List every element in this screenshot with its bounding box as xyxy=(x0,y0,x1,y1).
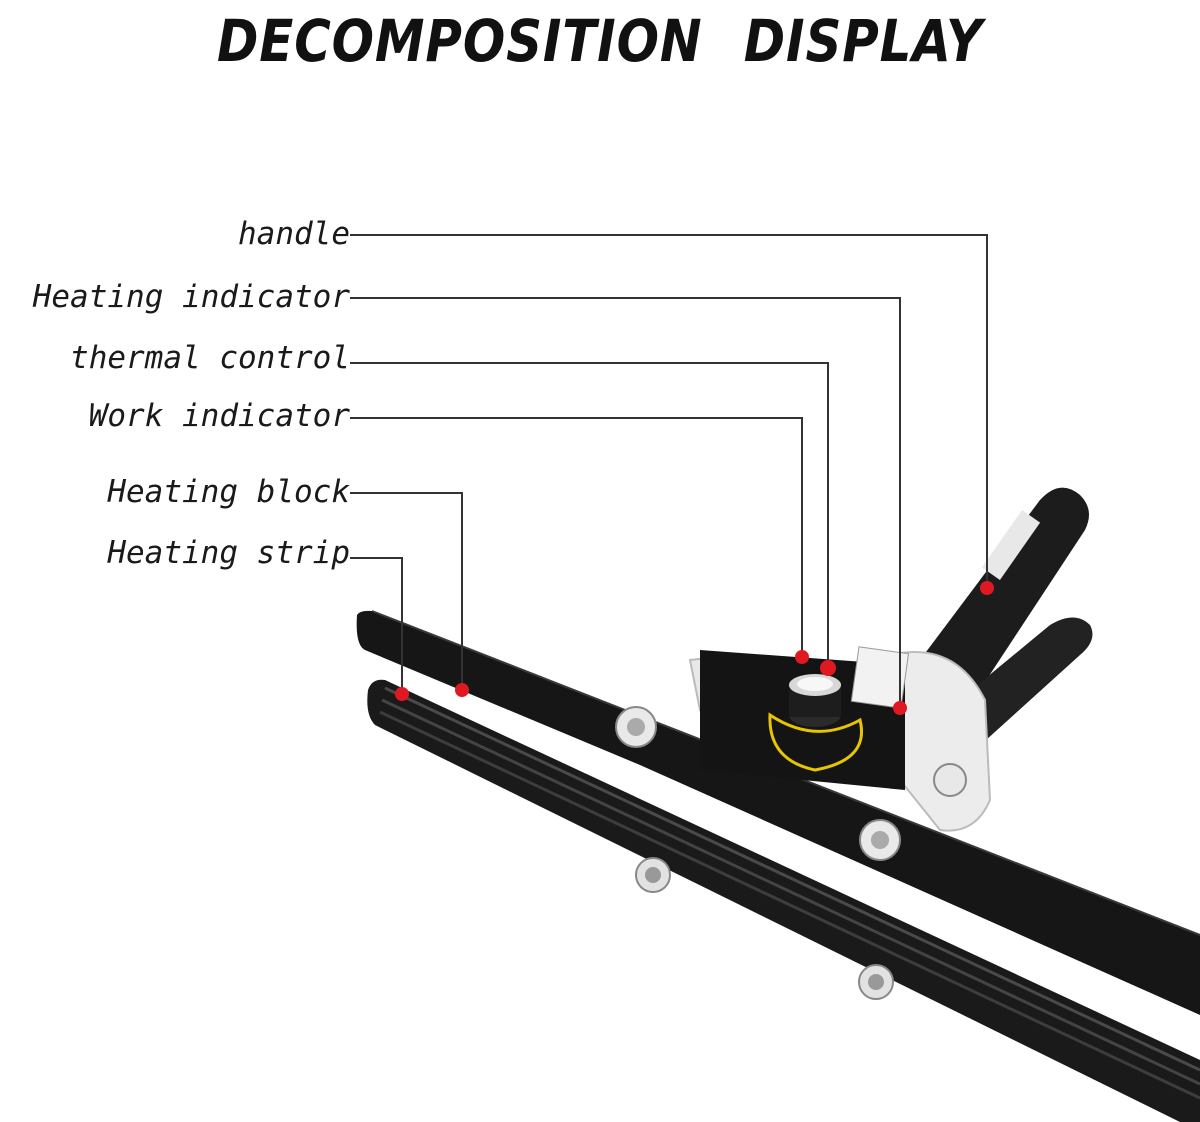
callout-thermal-control: thermal control xyxy=(70,340,350,376)
marker-work-indicator xyxy=(795,650,809,664)
leader-handle xyxy=(350,234,988,588)
bolts xyxy=(615,706,967,1000)
marker-heating-strip xyxy=(395,687,409,701)
leader-thermal-control xyxy=(350,362,829,668)
leader-heating-strip xyxy=(350,557,403,694)
marker-heating-indicator xyxy=(893,701,907,715)
leader-heating-block xyxy=(350,492,463,690)
callout-heating-indicator: Heating indicator xyxy=(32,279,350,315)
diagram-title: DECOMPOSITION DISPLAY xyxy=(84,0,1116,90)
lower-jaw xyxy=(367,679,1200,1122)
leader-work-indicator xyxy=(350,417,803,657)
callout-heating-block: Heating block xyxy=(107,474,350,510)
title-word-1: DECOMPOSITION xyxy=(216,7,703,75)
marker-heating-block xyxy=(455,683,469,697)
callout-handle: handle xyxy=(238,216,350,252)
callout-work-indicator: Work indicator xyxy=(88,398,350,434)
marker-handle xyxy=(980,581,994,595)
leader-lines xyxy=(350,234,988,708)
marker-thermal-control xyxy=(820,660,836,676)
markers xyxy=(395,581,994,715)
title-word-2: DISPLAY xyxy=(743,7,984,75)
callout-heating-strip: Heating strip xyxy=(107,535,350,571)
control-box xyxy=(700,646,910,790)
leader-heating-indicator xyxy=(350,297,901,708)
